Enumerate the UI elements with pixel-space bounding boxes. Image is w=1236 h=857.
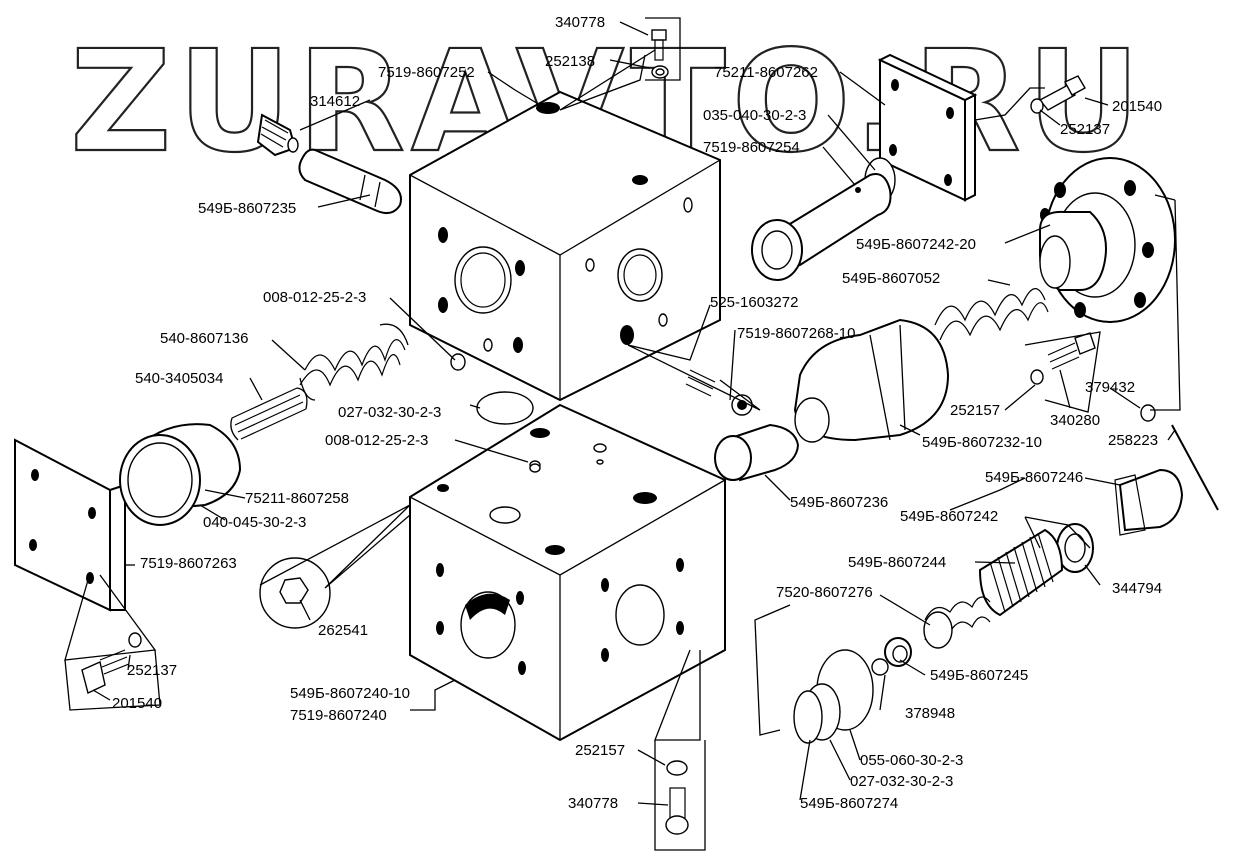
- guide-piston: [751, 173, 892, 281]
- part-labels: 340778 252138 7519-8607252 314612 75211-…: [112, 14, 1162, 812]
- bolt: [81, 632, 142, 694]
- right-spring: [934, 288, 1049, 341]
- o-ring-small: [793, 690, 823, 744]
- part-label: 75211-8607258: [245, 490, 349, 507]
- part-label: 540-3405034: [135, 370, 223, 387]
- part-label: 549Б-8607235: [198, 200, 296, 217]
- part-label: 314612: [310, 93, 360, 110]
- part-label: 027-032-30-2-3: [338, 404, 441, 421]
- lower-valve-block: [409, 403, 726, 742]
- right-top-cover-plate: [877, 53, 978, 202]
- large-spring: [299, 323, 409, 401]
- part-label: 252157: [950, 402, 1000, 419]
- part-label: 7519-8607240: [290, 707, 387, 724]
- part-label: 027-032-30-2-3: [850, 773, 953, 790]
- part-label: 379432: [1085, 379, 1135, 396]
- union-fitting: [1114, 468, 1184, 536]
- ball: [871, 658, 889, 676]
- end-cap: [714, 423, 800, 482]
- pin: [1171, 424, 1219, 511]
- part-label: 75211-8607262: [714, 64, 818, 81]
- bolt: [1030, 332, 1096, 385]
- plug-549b-8607245: [884, 637, 912, 667]
- part-label: 201540: [1112, 98, 1162, 115]
- small-spring: [230, 387, 308, 441]
- part-label: 378948: [905, 705, 955, 722]
- o-ring: [476, 391, 534, 425]
- part-label: 549Б-8607244: [848, 554, 946, 571]
- fitting: [256, 113, 299, 157]
- part-label: 540-8607136: [160, 330, 248, 347]
- flange-disc: [1039, 157, 1176, 323]
- part-label: 7519-8607254: [703, 139, 800, 156]
- threaded-body: [978, 528, 1064, 617]
- part-label: 258223: [1108, 432, 1158, 449]
- part-label: 340778: [568, 795, 618, 812]
- part-label: 7519-8607252: [378, 64, 475, 81]
- part-label: 252137: [1060, 121, 1110, 138]
- part-label: 040-045-30-2-3: [203, 514, 306, 531]
- part-label: 549Б-8607242: [900, 508, 998, 525]
- part-label: 549Б-8607242-20: [856, 236, 976, 253]
- part-label: 201540: [112, 695, 162, 712]
- part-label: 008-012-25-2-3: [325, 432, 428, 449]
- bolt: [665, 760, 689, 835]
- small-spring-coil: [923, 596, 991, 649]
- o-ring: [529, 463, 541, 473]
- part-label: 549Б-8607236: [790, 494, 888, 511]
- leader-lines: [64, 17, 1181, 851]
- piston-rod: [298, 148, 402, 215]
- bolt: [685, 369, 753, 416]
- part-label: 7519-8607263: [140, 555, 237, 572]
- bolt: [1030, 75, 1086, 114]
- spring-cup: [119, 423, 242, 526]
- part-label: 035-040-30-2-3: [703, 107, 806, 124]
- part-label: 252157: [575, 742, 625, 759]
- part-label: 525-1603272: [710, 294, 798, 311]
- part-label: 262541: [318, 622, 368, 639]
- part-label: 252137: [127, 662, 177, 679]
- bolt: [651, 29, 669, 79]
- part-label: 055-060-30-2-3: [860, 752, 963, 769]
- part-label: 549Б-8607245: [930, 667, 1028, 684]
- part-label: 549Б-8607232-10: [922, 434, 1042, 451]
- part-label: 340778: [555, 14, 605, 31]
- bolt-detail: [259, 557, 331, 629]
- nut: [1140, 404, 1156, 422]
- upper-valve-block: [409, 90, 721, 402]
- part-label: 7520-8607276: [776, 584, 873, 601]
- part-label: 549Б-8607246: [985, 469, 1083, 486]
- cone-piston: [793, 318, 950, 443]
- part-label: 008-012-25-2-3: [263, 289, 366, 306]
- part-label: 7519-8607268-10: [737, 325, 855, 342]
- part-label: 549Б-8607274: [800, 795, 898, 812]
- part-label: 252138: [545, 53, 595, 70]
- part-label: 340280: [1050, 412, 1100, 429]
- o-ring: [450, 353, 466, 371]
- part-label: 344794: [1112, 580, 1162, 597]
- part-label: 549Б-8607052: [842, 270, 940, 287]
- left-cover-plate: [14, 438, 126, 612]
- part-label: 549Б-8607240-10: [290, 685, 410, 702]
